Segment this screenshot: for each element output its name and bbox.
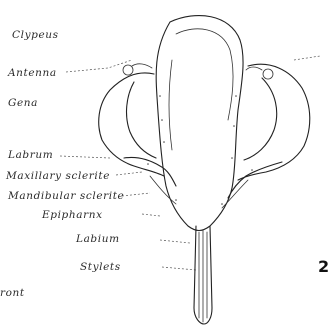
antennae <box>123 64 273 79</box>
stipple-texture <box>147 95 253 205</box>
labrum-and-sclerites <box>124 157 282 208</box>
label-labium: Labium <box>75 233 120 245</box>
label-front-partial: ront <box>0 287 25 299</box>
label-gena: Gena <box>8 97 38 109</box>
left-gena <box>99 73 164 176</box>
label-epipharynx: Epipharnx <box>41 209 103 221</box>
label-stylets: Stylets <box>80 261 121 273</box>
figure-number: 2 <box>318 257 329 276</box>
label-mandibular-sclerite: Mandibular sclerite <box>7 190 124 202</box>
label-maxillary-sclerite: Maxillary sclerite <box>5 170 110 182</box>
label-clypeus: Clypeus <box>12 29 59 41</box>
label-labrum: Labrum <box>7 149 53 161</box>
stylets <box>194 226 212 324</box>
right-gena <box>238 64 310 180</box>
label-antenna: Antenna <box>7 67 57 79</box>
